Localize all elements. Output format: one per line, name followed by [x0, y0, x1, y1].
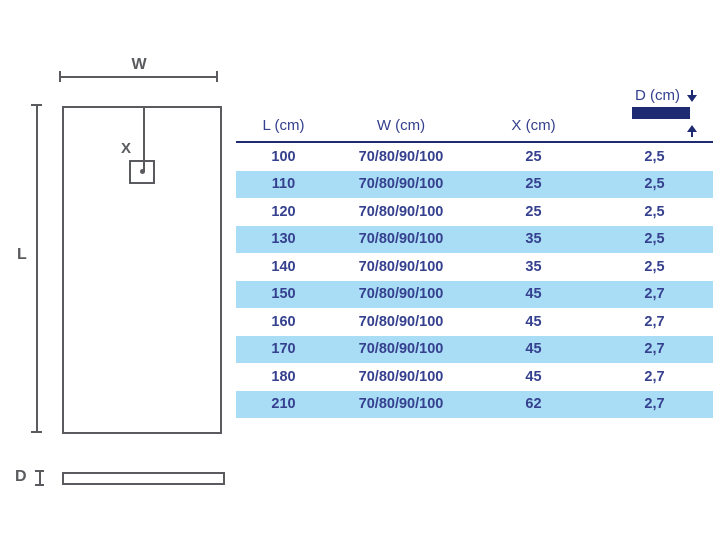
drain-connection-line — [143, 106, 145, 172]
table-row: 180 70/80/90/100 45 2,7 — [236, 363, 713, 391]
cell-drain-offset: 35 — [525, 258, 542, 275]
cell-depth: 2,7 — [644, 341, 665, 358]
cell-length: 110 — [271, 176, 296, 193]
cell-length: 210 — [271, 396, 296, 413]
width-dimension-tick-right — [216, 71, 218, 82]
cell-depth: 2,5 — [644, 176, 665, 193]
cell-depth: 2,7 — [644, 368, 665, 385]
cell-depth: 2,5 — [644, 231, 665, 248]
depth-header-group: D (cm) — [629, 87, 701, 137]
cell-length: 140 — [271, 258, 296, 275]
length-dimension-tick-top — [31, 104, 42, 106]
cell-depth: 2,7 — [644, 313, 665, 330]
cell-width: 70/80/90/100 — [358, 313, 444, 330]
header-depth: D (cm) — [635, 87, 680, 104]
cell-length: 100 — [271, 148, 296, 165]
depth-header-top: D (cm) — [635, 87, 697, 104]
cell-width: 70/80/90/100 — [358, 203, 444, 220]
table-header-row: L (cm) W (cm) X (cm) — [236, 108, 713, 141]
arrow-down-icon — [687, 89, 697, 102]
cell-length: 120 — [271, 203, 296, 220]
width-dimension-tick-left — [59, 71, 61, 82]
header-length: L (cm) — [262, 117, 305, 134]
header-drain-offset: X (cm) — [511, 117, 556, 134]
width-dimension-line — [60, 76, 218, 78]
table-row: 140 70/80/90/100 35 2,5 — [236, 253, 713, 281]
cell-depth: 2,5 — [644, 258, 665, 275]
width-dimension-label: W — [131, 56, 147, 73]
drain-offset-label: X — [121, 140, 132, 157]
cell-drain-offset: 25 — [525, 203, 542, 220]
cell-width: 70/80/90/100 — [358, 258, 444, 275]
cell-length: 160 — [271, 313, 296, 330]
cell-width: 70/80/90/100 — [358, 396, 444, 413]
table-row: 170 70/80/90/100 45 2,7 — [236, 335, 713, 363]
table-row: 110 70/80/90/100 25 2,5 — [236, 170, 713, 198]
length-dimension-line — [36, 105, 38, 433]
tray-top-view-outline — [62, 106, 222, 434]
table-row: 130 70/80/90/100 35 2,5 — [236, 225, 713, 253]
cell-depth: 2,5 — [644, 203, 665, 220]
depth-extent-marker-line — [38, 472, 41, 484]
table-row: 100 70/80/90/100 25 2,5 — [236, 143, 713, 171]
cell-width: 70/80/90/100 — [358, 368, 444, 385]
drain-square — [129, 160, 155, 184]
cell-drain-offset: 25 — [525, 148, 542, 165]
cell-drain-offset: 45 — [525, 341, 542, 358]
cell-depth: 2,7 — [644, 286, 665, 303]
cell-drain-offset: 35 — [525, 231, 542, 248]
depth-bar-icon — [632, 107, 690, 119]
cell-depth: 2,7 — [644, 396, 665, 413]
cell-width: 70/80/90/100 — [358, 341, 444, 358]
cell-drain-offset: 62 — [525, 396, 542, 413]
drain-line-end-dot — [140, 169, 145, 174]
cell-width: 70/80/90/100 — [358, 148, 444, 165]
cell-length: 130 — [271, 231, 296, 248]
table-row: 120 70/80/90/100 25 2,5 — [236, 198, 713, 226]
cell-length: 170 — [271, 341, 296, 358]
cell-drain-offset: 25 — [525, 176, 542, 193]
cell-drain-offset: 45 — [525, 313, 542, 330]
cell-depth: 2,5 — [644, 148, 665, 165]
cell-length: 180 — [271, 368, 296, 385]
cell-width: 70/80/90/100 — [358, 286, 444, 303]
arrow-up-icon — [687, 125, 697, 137]
table-header-underline — [236, 141, 713, 143]
cell-drain-offset: 45 — [525, 286, 542, 303]
depth-dimension-label: D — [15, 468, 27, 485]
cell-drain-offset: 45 — [525, 368, 542, 385]
table-row: 210 70/80/90/100 62 2,7 — [236, 390, 713, 418]
cell-width: 70/80/90/100 — [358, 176, 444, 193]
tray-side-view-outline — [62, 472, 225, 485]
cell-width: 70/80/90/100 — [358, 231, 444, 248]
length-dimension-label: L — [17, 246, 27, 263]
header-width: W (cm) — [376, 117, 426, 134]
table-body: 100 70/80/90/100 25 2,5 110 70/80/90/100… — [236, 143, 713, 418]
length-dimension-tick-bottom — [31, 431, 42, 433]
cell-length: 150 — [271, 286, 296, 303]
depth-extent-marker — [35, 470, 44, 486]
table-row: 160 70/80/90/100 45 2,7 — [236, 308, 713, 336]
table-row: 150 70/80/90/100 45 2,7 — [236, 280, 713, 308]
